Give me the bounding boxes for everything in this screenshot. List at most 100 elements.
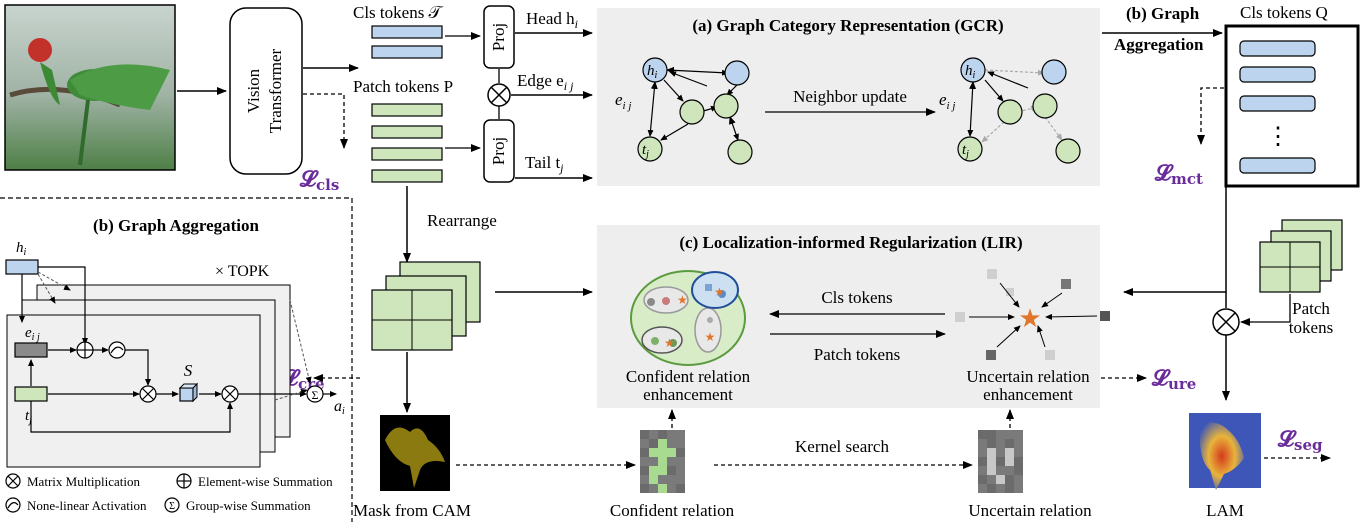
patch-tokens-stack [371,103,443,183]
grid-cell [640,484,649,493]
legend-activation-icon [5,497,21,513]
grid-cell [676,484,685,493]
lam-label: LAM [1206,501,1244,520]
svg-text:tj: tj [25,408,32,426]
svg-text:Proj: Proj [489,23,508,51]
confident-label-1: Confident relation [626,367,751,386]
svg-text:Proj: Proj [489,137,508,165]
matmul-node-2 [221,385,239,403]
agg-e-token: ei j [14,325,48,358]
agg-top-label-1: (b) Graph [1126,4,1200,23]
svg-text:Σ: Σ [169,501,175,512]
grid-cell [649,475,658,484]
grid-cell [676,457,685,466]
confident-cluster-icon: ★ ★ ★ ★ [630,270,746,366]
grid-cell [996,439,1005,448]
grid-cell [978,466,987,475]
grid-cell [667,466,676,475]
grid-cell [667,448,676,457]
patch-tokens-label: Patch tokens P [353,77,453,96]
mask-label: Mask from CAM [353,501,471,520]
grid-cell [676,448,685,457]
gcr-graph-after: hi tj ei j [939,57,1081,164]
loss-mct: 𝓛mct [1154,160,1203,188]
element-wise-sum-node [76,341,94,359]
grid-cell [1014,466,1023,475]
agg-top-label-2: Aggregation [1114,35,1204,54]
vision-transformer-block: Vision Transformer [229,7,303,175]
grid-cell [640,439,649,448]
svg-text:★: ★ [1018,304,1041,333]
cls-tokens-label: Cls tokens 𝒯 [353,3,444,22]
grid-cell [1005,457,1014,466]
uncertain-relation-grid [978,430,1023,493]
grid-cell [658,457,667,466]
grid-cell [996,484,1005,493]
agg-h-token: hi [5,240,39,275]
input-image [4,4,176,171]
legend-groupwise-icon: Σ [164,497,180,513]
grid-cell [658,448,667,457]
svg-text:hi: hi [647,63,658,81]
grid-cell [996,457,1005,466]
lir-patch-tokens-label: Patch tokens [814,345,900,364]
h-to-plus-arrow [38,266,88,345]
cls-q-label: Cls tokens Q [1240,3,1328,22]
h-to-layer2-arrow [37,271,71,291]
grid-cell [987,466,996,475]
grid-cell [978,448,987,457]
grid-cell [1014,484,1023,493]
legend-groupwise: Group-wise Summation [186,498,311,513]
grid-cell [1014,448,1023,457]
grid-cell [676,430,685,439]
grid-cell [978,484,987,493]
svg-text:tj: tj [642,142,649,160]
head-label: Head hi [526,9,578,31]
grid-cell [1014,475,1023,484]
legend: Matrix Multiplication Element-wise Summa… [5,473,333,513]
svg-text:★: ★ [677,293,688,307]
svg-text:Σ: Σ [312,388,319,402]
grid-cell [658,484,667,493]
vit-label-1: Vision [244,68,263,113]
matmul-node-1 [139,385,157,403]
grid-cell [649,430,658,439]
confident-relation-grid [640,430,685,493]
tail-label: Tail tj [525,153,564,175]
agg-t-token: tj [14,386,48,426]
grid-cell [1005,430,1014,439]
legend-elementwise-icon [176,473,192,489]
grid-cell [649,439,658,448]
grid-cell [1014,430,1023,439]
q-to-lmct-arrow [1197,87,1224,145]
grid-cell [978,430,987,439]
grid-cell [1005,466,1014,475]
grid-cell [658,439,667,448]
grid-cell [987,448,996,457]
loss-ure: 𝓛ure [1151,365,1196,393]
svg-text:ei j: ei j [939,90,955,112]
q-to-lir-arrow [1123,186,1227,296]
grid-cell [978,475,987,484]
grid-cell [649,448,658,457]
proj-bottom: Proj [483,119,515,183]
grid-cell [640,466,649,475]
grid-cell [987,457,996,466]
group-sum-node: Σ [306,385,324,403]
grid-cell [987,439,996,448]
grid-cell [1005,439,1014,448]
grid-cell [1005,475,1014,484]
confident-label-2: enhancement [643,385,733,404]
grid-cell [996,475,1005,484]
grid-cell [1014,457,1023,466]
grid-cell [978,457,987,466]
svg-text:★: ★ [705,330,716,344]
agg-panel-title: (b) Graph Aggregation [93,216,259,235]
lir-cls-tokens-label: Cls tokens [821,288,892,307]
loss-seg: 𝓛seg [1277,426,1323,454]
a-label: ai [334,398,345,417]
right-patch-grid [1259,219,1343,293]
right-patch-label-2: tokens [1289,318,1333,337]
layer-to-sum-arrow-1 [289,299,312,384]
gcr-panel: (a) Graph Category Representation (GCR) … [597,8,1100,186]
